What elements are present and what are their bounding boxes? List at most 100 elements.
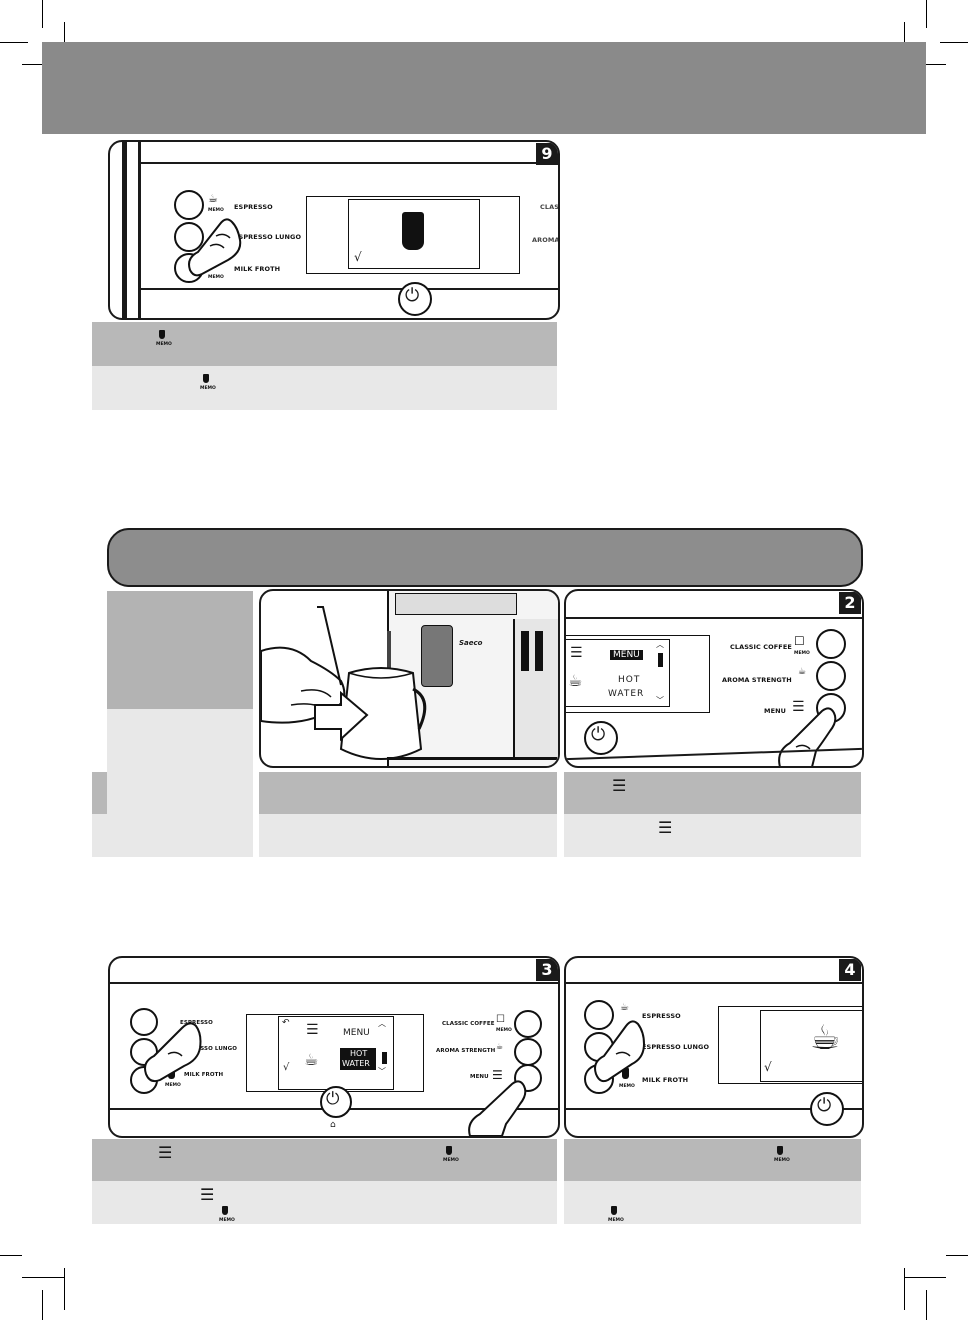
panel-top-line: [110, 982, 558, 984]
memo-label: MEMO: [619, 1084, 635, 1089]
back-icon[interactable]: ↶: [282, 1018, 290, 1028]
screen-selected-item[interactable]: [340, 1048, 376, 1070]
scrollbar[interactable]: [658, 653, 663, 667]
step-4-panel: 4 ☕ ESPRESSO ESPRESSO LUNGO MEMO MILK FR…: [564, 956, 864, 1138]
crop-mark: [926, 0, 927, 28]
dispenser: [421, 625, 453, 687]
caption-bar: [92, 814, 107, 857]
menu-icon: ☰: [306, 1022, 319, 1038]
scroll-up-icon[interactable]: ︿: [656, 640, 664, 649]
coffee-bean-icon: ☕: [798, 667, 807, 677]
scroll-down-icon[interactable]: ﹀: [656, 696, 664, 705]
power-button[interactable]: [398, 282, 432, 316]
drip-tray: [387, 757, 557, 760]
milk-froth-memo-icon: [446, 1146, 452, 1155]
step-1-panel: 1 Saeco: [259, 589, 560, 768]
mug-icon: ☐: [794, 634, 805, 648]
caption-bar: [259, 772, 557, 814]
caption-bar: [92, 1181, 557, 1224]
crop-mark: [22, 1277, 64, 1278]
scroll-up-icon[interactable]: ︿: [378, 1019, 386, 1028]
vent-slots: [521, 631, 529, 671]
pointing-hand-icon: [778, 707, 837, 766]
aroma-strength-button[interactable]: [816, 661, 846, 691]
milk-froth-memo-icon: [777, 1146, 783, 1155]
check-mark: √: [764, 1060, 772, 1074]
insert-arrow-icon: [314, 691, 369, 742]
caption-bar: [92, 366, 557, 410]
step-3-panel: 3 ESPRESSO ESPRESSO LUNGO MILK FROTH MEM…: [108, 956, 560, 1138]
menu-icon: ☰: [658, 818, 673, 837]
check-mark: √: [283, 1062, 290, 1073]
caption-bar: [564, 772, 861, 814]
espresso-label: ESPRESSO: [180, 1020, 213, 1026]
espresso-cup-icon: ☕: [208, 192, 218, 205]
screen-item-line: WATER: [608, 689, 645, 699]
espresso-button[interactable]: [130, 1008, 158, 1036]
caption-bar: [564, 814, 861, 857]
caption-bar: [564, 1139, 861, 1181]
memo-label: MEMO: [443, 1158, 459, 1163]
step-number: 3: [536, 959, 558, 981]
memo-label: MEMO: [774, 1158, 790, 1163]
pointing-hand-icon: [468, 1080, 527, 1136]
cup-icon: ☕: [568, 671, 583, 690]
power-icon: ⏻: [591, 724, 606, 745]
hot-water-cup-icon: ☕: [810, 1018, 841, 1058]
espresso-button[interactable]: [174, 190, 204, 220]
crop-mark: [904, 1277, 946, 1278]
classic-coffee-button[interactable]: [816, 629, 846, 659]
thermometer-icon: [317, 606, 342, 686]
menu-icon: ☰: [570, 645, 583, 661]
lock-icon: ⌂: [330, 1120, 336, 1130]
crop-mark: [926, 1290, 927, 1320]
aroma-strength-button[interactable]: [514, 1038, 542, 1066]
milk-jug-icon: [339, 667, 427, 760]
memo-label: MEMO: [219, 1218, 235, 1223]
classic-coffee-label: CLASS: [540, 203, 559, 211]
panel-top-line: [566, 982, 862, 984]
screen-item-line: WATER: [342, 1059, 370, 1068]
menu-label: MENU: [764, 707, 787, 715]
power-icon: ⏻: [326, 1089, 340, 1109]
pointing-hand-icon: [188, 218, 242, 277]
pointing-hand-icon: [144, 1022, 202, 1083]
espresso-button[interactable]: [584, 1000, 614, 1030]
note-column-top: [107, 591, 253, 709]
menu-icon: ☰: [158, 1143, 173, 1162]
classic-coffee-label: CLASSIC COFFEE: [730, 643, 792, 651]
milk-froth-icon: [622, 1068, 629, 1079]
memo-label: MEMO: [156, 342, 172, 347]
power-icon: ⏻: [405, 285, 420, 306]
panel-bottom-line: [140, 288, 558, 290]
menu-icon: ☰: [792, 699, 805, 715]
power-button[interactable]: [584, 721, 618, 755]
memo-label: MEMO: [200, 386, 216, 391]
scroll-down-icon[interactable]: ﹀: [378, 1067, 386, 1076]
check-mark: √: [354, 250, 362, 264]
step-number: 2: [839, 592, 861, 614]
memo-label: MEMO: [208, 275, 224, 280]
machine-edge: [122, 142, 127, 318]
crop-mark: [904, 1268, 905, 1310]
figure-9-panel: 9 ☕ MEMO ESPRESSO ESPRESSO LUNGO MEMO MI…: [108, 140, 560, 320]
display-screen: [348, 199, 480, 269]
power-button[interactable]: [320, 1086, 352, 1118]
mug-icon: ☐: [496, 1014, 505, 1025]
aroma-strength-label: AROMA STRENGTH: [722, 676, 792, 684]
crop-mark: [0, 1255, 22, 1256]
coffee-bean-icon: ☕: [496, 1042, 504, 1051]
power-button[interactable]: [810, 1092, 844, 1126]
classic-coffee-button[interactable]: [514, 1010, 542, 1038]
milk-froth-label: MILK FROTH: [234, 265, 281, 273]
milk-froth-label: MILK FROTH: [184, 1072, 224, 1078]
espresso-lungo-button[interactable]: [174, 222, 204, 252]
espresso-lungo-label: ESPRESSO LUNGO: [234, 233, 302, 241]
scrollbar[interactable]: [382, 1052, 387, 1064]
note-column-bottom: [107, 709, 253, 857]
hot-water-cup-icon: ☕: [304, 1050, 319, 1069]
panel-bottom-line: [566, 1108, 862, 1110]
screen-menu-title: MENU: [610, 650, 643, 660]
step-number: 9: [536, 143, 558, 165]
memo-label: MEMO: [208, 208, 224, 213]
